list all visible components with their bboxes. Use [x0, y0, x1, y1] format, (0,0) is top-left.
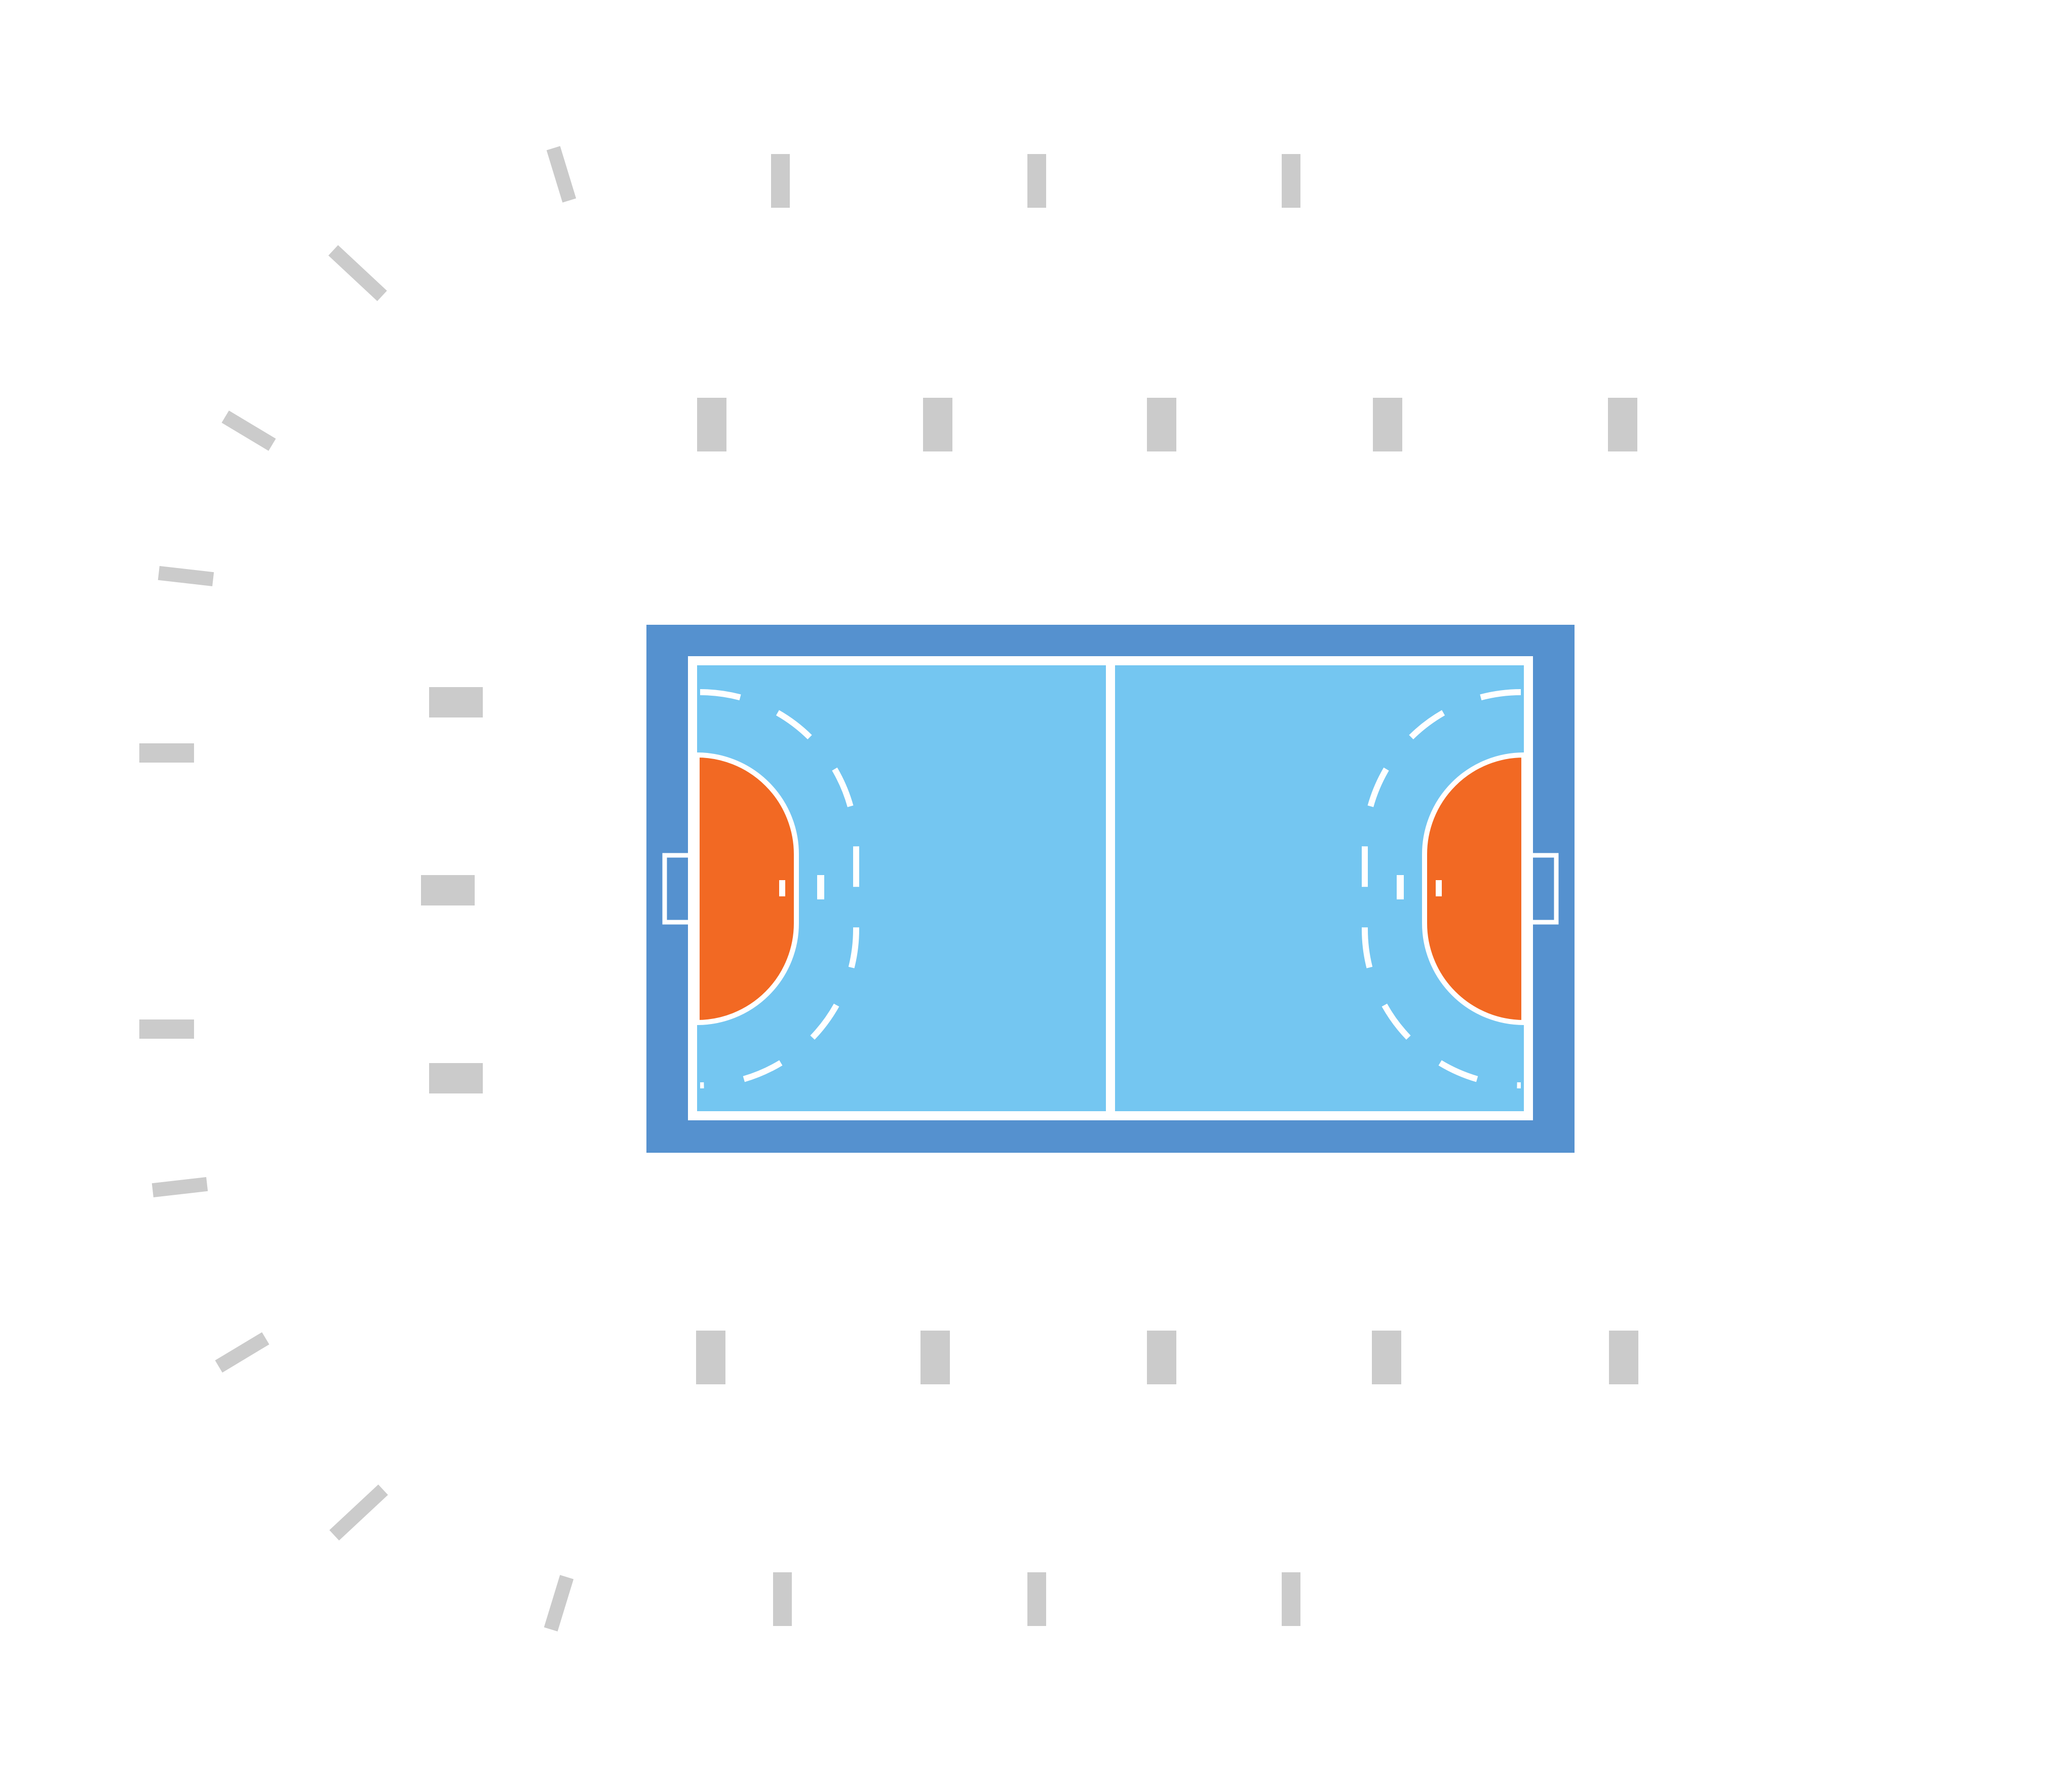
seat-marker[interactable] — [544, 1575, 574, 1632]
seat-marker[interactable] — [139, 1019, 194, 1039]
seat-marker[interactable] — [328, 245, 387, 301]
seat-marker[interactable] — [1373, 398, 1402, 451]
seat-marker[interactable] — [1027, 154, 1046, 208]
seat-marker[interactable] — [1147, 398, 1176, 451]
left-seven-meter-mark — [817, 875, 824, 899]
right-seven-meter-mark — [1397, 875, 1404, 899]
seat-marker[interactable] — [158, 565, 214, 587]
seat-marker[interactable] — [773, 1572, 792, 1626]
left-goalkeeper-mark — [779, 880, 785, 896]
seat-marker[interactable] — [1282, 1572, 1300, 1626]
seating-markers — [139, 146, 1638, 1632]
seat-marker[interactable] — [920, 1331, 950, 1384]
seat-marker[interactable] — [421, 875, 475, 905]
left-free-throw-line — [700, 689, 859, 1088]
seat-marker[interactable] — [1282, 154, 1300, 208]
seat-marker[interactable] — [1609, 1331, 1638, 1384]
seat-marker[interactable] — [429, 1063, 483, 1093]
seat-marker[interactable] — [1027, 1572, 1046, 1626]
right-goalkeeper-mark — [1436, 880, 1442, 896]
seat-marker[interactable] — [329, 1484, 388, 1541]
seat-marker[interactable] — [215, 1332, 270, 1373]
seat-marker[interactable] — [546, 146, 577, 203]
seat-marker[interactable] — [1372, 1331, 1401, 1384]
right-goal-area — [1422, 752, 1526, 1026]
seat-marker[interactable] — [697, 398, 726, 451]
seat-marker[interactable] — [151, 1177, 208, 1198]
seat-marker[interactable] — [429, 687, 483, 717]
seat-marker[interactable] — [139, 743, 194, 763]
right-free-throw-line — [1362, 689, 1521, 1088]
seat-marker[interactable] — [1608, 398, 1637, 451]
left-goal-area — [695, 752, 799, 1026]
seat-marker[interactable] — [1147, 1331, 1176, 1384]
seat-marker[interactable] — [923, 398, 952, 451]
seat-marker[interactable] — [696, 1331, 725, 1384]
seat-marker[interactable] — [221, 410, 276, 451]
seat-marker[interactable] — [771, 154, 790, 208]
